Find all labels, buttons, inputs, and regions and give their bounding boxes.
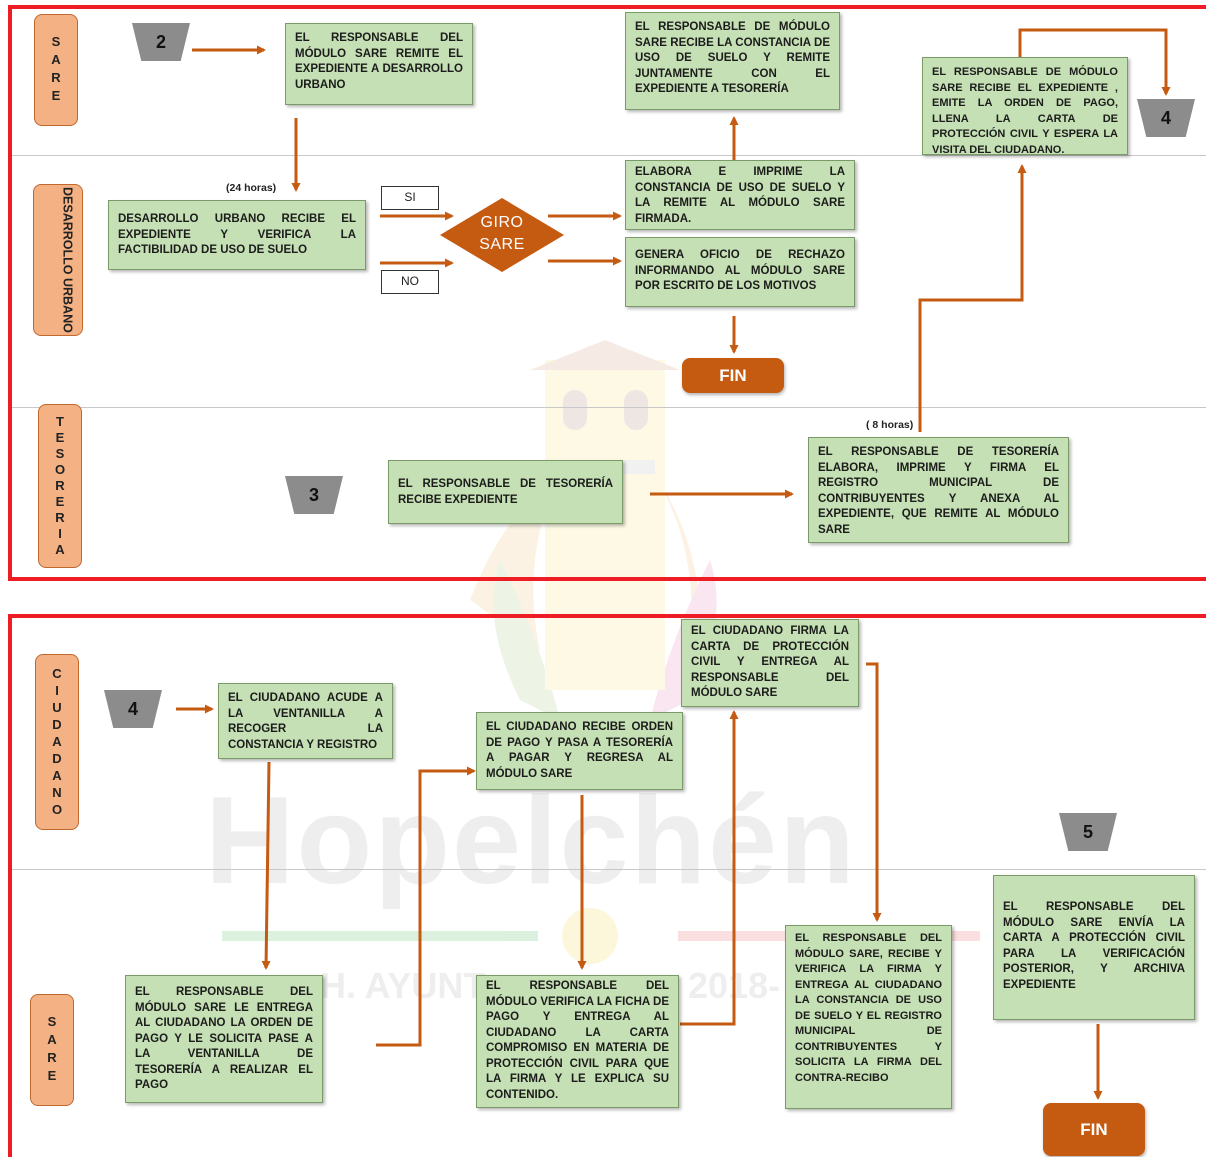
step-marker-3: 3	[285, 476, 343, 514]
process-box-du-elabora: ELABORA E IMPRIME LA CONSTANCIA DE USO D…	[625, 160, 855, 230]
watermark-title: Hopelchén	[205, 772, 857, 910]
lane-label-sare-top: SARE	[34, 14, 78, 126]
time-label-24h: (24 horas)	[226, 182, 277, 194]
arrow-connector	[680, 710, 739, 1026]
end-terminator-bottom: FIN	[1043, 1103, 1145, 1156]
step-marker-5: 5	[1059, 813, 1117, 851]
arrow-connector	[376, 766, 476, 1047]
process-box-sare-remite: EL RESPONSABLE DEL MÓDULO SARE REMITE EL…	[285, 23, 473, 105]
arrow-connector	[1018, 28, 1171, 96]
arrow-connector	[261, 761, 271, 970]
diagram-frame-top	[8, 5, 1206, 581]
lane-divider	[12, 155, 1206, 156]
decision-label: GIRO SARE	[479, 214, 525, 253]
lane-label-desarrollo-urbano: DESARROLLO URBANO	[33, 184, 83, 336]
lane-divider	[12, 869, 1206, 870]
step-marker-4-top: 4	[1137, 99, 1195, 137]
arrow-connector	[918, 164, 1027, 432]
process-box-tes-elabora: EL RESPONSABLE DE TESORERÍA ELABORA, IMP…	[808, 437, 1069, 543]
arrow-connector	[866, 662, 882, 922]
answer-label-si: SI	[381, 186, 439, 210]
process-box-sare-verifica-ficha: EL RESPONSABLE DEL MÓDULO VERIFICA LA FI…	[476, 975, 679, 1108]
process-box-sare-recibe-constancia: EL RESPONSABLE DE MÓDULO SARE RECIBE LA …	[625, 12, 840, 110]
process-box-sare-envia-carta: EL RESPONSABLE DEL MÓDULO SARE ENVÍA LA …	[993, 875, 1195, 1020]
process-box-du-rechazo: GENERA OFICIO DE RECHAZO INFORMANDO AL M…	[625, 237, 855, 307]
lane-label-ciudadano: CIUDADANO	[35, 654, 79, 830]
lane-divider	[12, 407, 1206, 408]
step-marker-2: 2	[132, 23, 190, 61]
process-box-sare-recibe-expediente: EL RESPONSABLE DE MÓDULO SARE RECIBE EL …	[922, 57, 1128, 156]
end-terminator-top: FIN	[682, 358, 784, 393]
lane-label-sare-bottom: SARE	[30, 994, 74, 1106]
process-box-ciu-acude: EL CIUDADANO ACUDE A LA VENTANILLA A REC…	[218, 683, 393, 759]
watermark-subtitle-left: H. AYUNT	[320, 965, 486, 1006]
answer-label-no: NO	[381, 270, 439, 294]
decision-diamond	[440, 198, 564, 272]
step-marker-4-bottom: 4	[104, 690, 162, 728]
process-box-ciu-firma: EL CIUDADANO FIRMA LA CARTA DE PROTECCIÓ…	[681, 619, 859, 707]
lane-label-tesoreria: TESORERIA	[38, 404, 82, 568]
process-box-ciu-recibe-orden: EL CIUDADANO RECIBE ORDEN DE PAGO Y PASA…	[476, 712, 683, 790]
process-box-tes-recibe: EL RESPONSABLE DE TESORERÍA RECIBE EXPED…	[388, 460, 623, 524]
process-box-sare-recibe-firma: EL RESPONSABLE DEL MÓDULO SARE, RECIBE Y…	[785, 925, 952, 1109]
time-label-8h: ( 8 horas)	[866, 419, 914, 431]
process-box-du-recibe: DESARROLLO URBANO RECIBE EL EXPEDIENTE Y…	[108, 200, 366, 270]
process-box-sare-entrega-orden: EL RESPONSABLE DEL MÓDULO SARE LE ENTREG…	[125, 975, 323, 1103]
diagram-frame-bottom	[8, 614, 1206, 1157]
